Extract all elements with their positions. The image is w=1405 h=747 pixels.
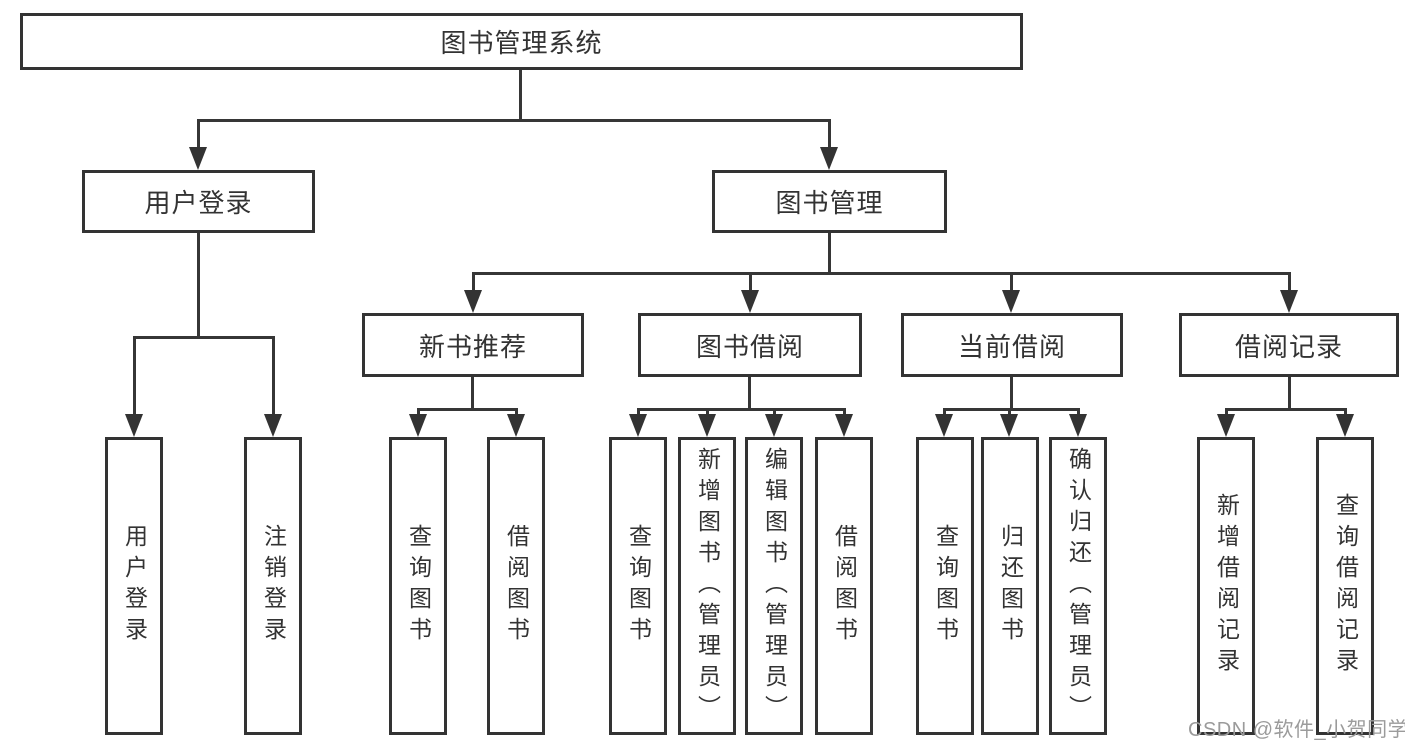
arrow-records-add [1217,414,1235,437]
node-new-book-rec-label: 新书推荐 [418,331,527,362]
leaf-current-confirm-return-admin-label: 确认归还（管理员） [1065,446,1092,726]
node-borrow-records-label: 借阅记录 [1234,331,1343,362]
connector-to-user-login-stem [197,119,200,148]
connector-to-leaf-logout-stem [272,336,275,415]
arrow-current-query [935,414,953,437]
arrow-borrow-query [629,414,647,437]
arrow-to-leaf-logout [264,414,282,437]
connector-borrow-edit-stem [773,408,776,416]
connector-records-rail [1225,408,1346,411]
leaf-newbook-query-books-label: 查询图书 [405,524,432,648]
connector-to-new-book-stem [472,272,475,291]
arrow-current-confirm [1069,414,1087,437]
leaf-borrow-borrow-books: 借阅图书 [815,437,873,735]
leaf-records-query-record: 查询借阅记录 [1316,437,1374,735]
connector-book-mgmt-rail [472,272,1291,275]
leaf-borrow-edit-books-admin: 编辑图书（管理员） [745,437,803,735]
leaf-logout-label: 注销登录 [260,524,287,648]
node-root-label: 图书管理系统 [440,28,603,58]
arrow-newbook-borrow [507,414,525,437]
leaf-borrow-add-books-admin-label: 新增图书（管理员） [694,446,721,726]
leaf-current-return-books-label: 归还图书 [997,524,1024,648]
csdn-watermark: CSDN @软件_小贺同学 [1188,719,1405,741]
arrow-to-new-book [464,290,482,313]
leaf-borrow-query-books-label: 查询图书 [625,524,652,648]
leaf-records-add-record: 新增借阅记录 [1197,437,1255,735]
node-book-mgmt-branch: 图书管理 [712,170,947,233]
connector-to-current-borrow-stem [1010,272,1013,291]
arrow-to-book-mgmt [820,147,838,170]
leaf-newbook-borrow-books: 借阅图书 [487,437,545,735]
node-book-borrow-label: 图书借阅 [695,331,804,362]
leaf-borrow-query-books: 查询图书 [609,437,667,735]
connector-to-book-mgmt-stem [828,119,831,148]
connector-to-borrow-records-stem [1288,272,1291,291]
node-book-mgmt-label: 图书管理 [775,188,884,218]
node-current-borrow-label: 当前借阅 [957,331,1066,362]
leaf-current-query-books-label: 查询图书 [932,524,959,648]
connector-borrow-add-stem [706,408,709,416]
connector-book-mgmt-stem [828,233,831,272]
arrow-borrow-add [698,414,716,437]
node-book-borrow: 图书借阅 [638,313,862,377]
node-current-borrow: 当前借阅 [901,313,1123,377]
connector-book-borrow-rail [637,408,846,411]
connector-records-add-stem [1225,408,1228,416]
arrow-borrow-borrow [835,414,853,437]
leaf-borrow-borrow-books-label: 借阅图书 [831,524,858,648]
arrow-to-user-login [189,147,207,170]
arrow-current-return [1000,414,1018,437]
leaf-records-add-record-label: 新增借阅记录 [1213,493,1240,679]
connector-user-login-stem [197,233,200,336]
leaf-current-confirm-return-admin: 确认归还（管理员） [1049,437,1107,735]
connector-new-book-stem [471,377,474,408]
connector-records-query-stem [1344,408,1347,416]
node-borrow-records: 借阅记录 [1179,313,1399,377]
node-root-library-system: 图书管理系统 [20,13,1023,70]
leaf-current-return-books: 归还图书 [981,437,1039,735]
connector-new-book-rail [417,408,518,411]
connector-current-query-stem [943,408,946,416]
connector-newbook-query-stem [417,408,420,416]
node-user-login-label: 用户登录 [144,188,253,218]
connector-book-borrow-stem2 [748,377,751,408]
connector-root-stem [519,70,522,119]
connector-borrow-borrow-stem [843,408,846,416]
leaf-records-query-record-label: 查询借阅记录 [1332,493,1359,679]
connector-current-rail [943,408,1080,411]
arrow-to-book-borrow [741,290,759,313]
connector-current-stem [1010,377,1013,408]
arrow-borrow-edit [765,414,783,437]
connector-newbook-borrow-stem [515,408,518,416]
leaf-borrow-edit-books-admin-label: 编辑图书（管理员） [761,446,788,726]
leaf-user-login: 用户登录 [105,437,163,735]
connector-user-login-rail [133,336,275,339]
arrow-to-leaf-login [125,414,143,437]
connector-to-book-borrow-stem [749,272,752,291]
arrow-records-query [1336,414,1354,437]
leaf-logout: 注销登录 [244,437,302,735]
connector-borrow-query-stem [637,408,640,416]
leaf-borrow-add-books-admin: 新增图书（管理员） [678,437,736,735]
connector-root-rail [197,119,831,122]
connector-current-confirm-stem [1077,408,1080,416]
arrow-newbook-query [409,414,427,437]
leaf-newbook-borrow-books-label: 借阅图书 [503,524,530,648]
node-user-login-branch: 用户登录 [82,170,315,233]
arrow-to-current-borrow [1002,290,1020,313]
node-new-book-rec: 新书推荐 [362,313,584,377]
arrow-to-borrow-records [1280,290,1298,313]
connector-records-stem [1288,377,1291,408]
connector-to-leaf-login-stem [133,336,136,415]
leaf-user-login-label: 用户登录 [121,524,148,648]
leaf-newbook-query-books: 查询图书 [389,437,447,735]
connector-current-return-stem [1008,408,1011,416]
leaf-current-query-books: 查询图书 [916,437,974,735]
